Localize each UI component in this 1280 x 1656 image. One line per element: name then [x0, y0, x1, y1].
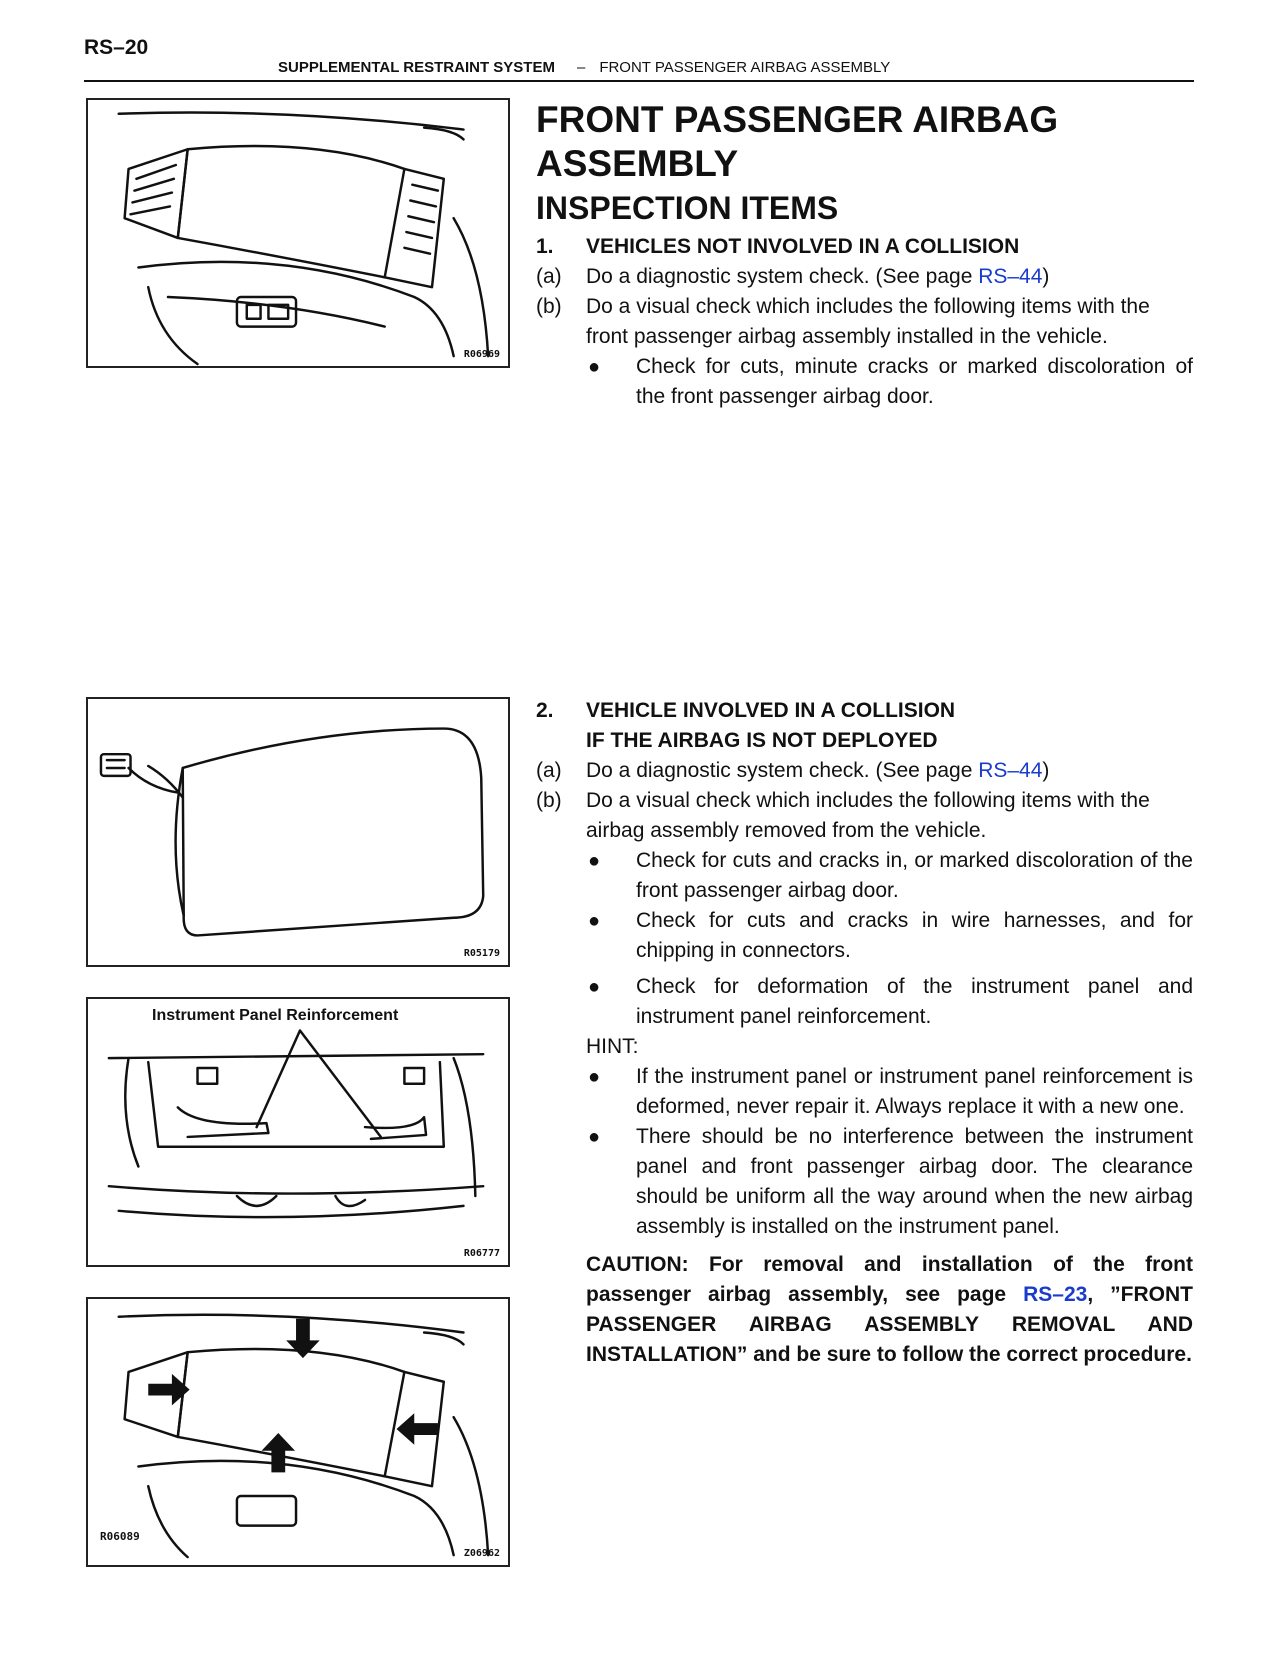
bullet-text: Check for cuts, minute cracks or marked … — [636, 355, 1193, 408]
bullet-item: ● Check for deformation of the instrumen… — [536, 972, 1193, 1032]
bullet-icon: ● — [588, 850, 601, 872]
bullet-text: Check for cuts and cracks in wire harnes… — [636, 909, 1193, 962]
figure-code: R06777 — [463, 1248, 500, 1259]
figure-clearance-check: R06089 Z06962 — [86, 1297, 510, 1567]
step-1b: (b) Do a visual check which includes the… — [536, 292, 1193, 352]
clearance-illustration — [117, 1313, 490, 1559]
page-number: RS–20 — [84, 36, 149, 59]
arrow-icons — [148, 1318, 438, 1473]
dashboard-illustration — [117, 111, 490, 366]
step-1a: (a) Do a diagnostic system check. (See p… — [536, 262, 1193, 292]
figure-code-left: R06089 — [100, 1530, 140, 1543]
figure-removed-airbag: R05179 — [86, 697, 510, 967]
step-1a-text: Do a diagnostic system check. (See page — [586, 265, 979, 288]
step-2a: (a) Do a diagnostic system check. (See p… — [536, 756, 1193, 786]
page-link-rs23[interactable]: RS–23 — [1023, 1283, 1088, 1306]
bullet-item: ● Check for cuts and cracks in, or marke… — [536, 846, 1193, 906]
step-1-number: 1. — [536, 235, 554, 258]
caution-note: CAUTION: For removal and installation of… — [536, 1250, 1193, 1370]
section-2-text: 2. VEHICLE INVOLVED IN A COLLISION IF TH… — [536, 696, 1193, 1370]
step-1a-close: ) — [1042, 265, 1050, 288]
hint-item: ● If the instrument panel or instrument … — [536, 1062, 1193, 1122]
hint-text: There should be no interference between … — [636, 1125, 1193, 1238]
caution-text-1: CAUTION: For removal and installation of… — [586, 1253, 1193, 1306]
step-1-heading-text: VEHICLES NOT INVOLVED IN A COLLISION — [586, 235, 1020, 258]
hint-text: If the instrument panel or instrument pa… — [636, 1065, 1193, 1118]
step-2-number: 2. — [536, 699, 554, 722]
bullet-item: ● Check for cuts, minute cracks or marke… — [536, 352, 1193, 412]
step-2b-text: Do a visual check which includes the fol… — [586, 789, 1150, 842]
figure-caption: Instrument Panel Reinforcement — [152, 1007, 399, 1024]
hint-label: HINT: — [586, 1035, 639, 1058]
step-1a-label: (a) — [536, 265, 562, 288]
step-2a-text: Do a diagnostic system check. (See page — [586, 759, 979, 782]
bullet-icon: ● — [588, 1126, 601, 1148]
page-link-rs44[interactable]: RS–44 — [978, 759, 1043, 782]
caution-text-2: , ”FRONT PASSENGER AIRBAG ASSEMBLY REMOV… — [586, 1283, 1193, 1366]
section-1-text: FRONT PASSENGER AIRBAG ASSEMBLY INSPECTI… — [536, 98, 1193, 412]
running-header: SUPPLEMENTAL RESTRAINT SYSTEM –FRONT PASS… — [278, 59, 890, 76]
section-name: FRONT PASSENGER AIRBAG ASSEMBLY — [599, 59, 891, 76]
page-title-line-1: FRONT PASSENGER AIRBAG — [536, 99, 1059, 140]
step-2-heading-line-2: IF THE AIRBAG IS NOT DEPLOYED — [586, 729, 938, 752]
section-title: INSPECTION ITEMS — [536, 190, 839, 226]
airbag-module-illustration — [99, 727, 485, 937]
step-2-heading: 2. VEHICLE INVOLVED IN A COLLISION IF TH… — [536, 696, 1193, 756]
bullet-icon: ● — [588, 356, 601, 378]
figure-panel-reinforcement: Instrument Panel Reinforcement R06777 — [86, 997, 510, 1267]
step-2a-label: (a) — [536, 759, 562, 782]
header-separator: – — [576, 59, 586, 76]
system-name: SUPPLEMENTAL RESTRAINT SYSTEM — [278, 59, 555, 76]
step-2a-close: ) — [1042, 759, 1050, 782]
bullet-text: Check for deformation of the instrument … — [636, 975, 1193, 1028]
header-rule — [84, 80, 1194, 82]
page-title-line-2: ASSEMBLY — [536, 143, 739, 184]
step-1b-label: (b) — [536, 295, 562, 318]
step-1b-text: Do a visual check which includes the fol… — [586, 295, 1150, 348]
step-2b: (b) Do a visual check which includes the… — [536, 786, 1193, 846]
hint-item: ● There should be no interference betwee… — [536, 1122, 1193, 1242]
figure-installed-airbag: R06969 — [86, 98, 510, 368]
step-2-heading-line-1: VEHICLE INVOLVED IN A COLLISION — [586, 699, 956, 722]
bullet-text: Check for cuts and cracks in, or marked … — [636, 849, 1193, 902]
page-title: FRONT PASSENGER AIRBAG ASSEMBLY — [536, 98, 1193, 186]
figure-code: R05179 — [463, 948, 500, 959]
figure-code: R06969 — [463, 349, 500, 360]
bullet-icon: ● — [588, 1066, 601, 1088]
step-1-heading: 1. VEHICLES NOT INVOLVED IN A COLLISION — [536, 232, 1193, 262]
page-link-rs44[interactable]: RS–44 — [978, 265, 1043, 288]
figure-code: Z06962 — [463, 1548, 500, 1559]
step-2b-label: (b) — [536, 789, 562, 812]
bullet-icon: ● — [588, 910, 601, 932]
reinforcement-illustration — [107, 1029, 485, 1219]
bullet-icon: ● — [588, 976, 601, 998]
bullet-item: ● Check for cuts and cracks in wire harn… — [536, 906, 1193, 966]
